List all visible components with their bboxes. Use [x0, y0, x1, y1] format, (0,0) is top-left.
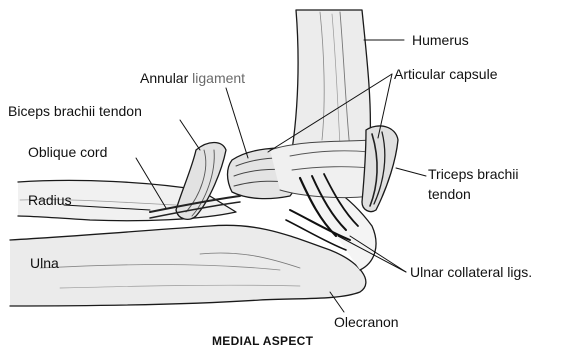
caption-medial-aspect: MEDIAL ASPECT [212, 334, 313, 348]
label-annular-word: Annular [140, 70, 188, 86]
label-articular-capsule: Articular capsule [394, 66, 498, 82]
label-humerus: Humerus [412, 32, 469, 48]
leader-annular [226, 88, 248, 158]
label-annular-ligament: Annular ligament [140, 70, 245, 86]
label-triceps-tendon: tendon [428, 186, 471, 202]
label-biceps-brachii-tendon: Biceps brachii tendon [8, 103, 142, 119]
label-oblique-cord: Oblique cord [28, 144, 107, 160]
triceps-tendon [362, 126, 398, 212]
label-ulna: Ulna [30, 255, 59, 271]
label-ulnar-collateral-ligs: Ulnar collateral ligs. [410, 264, 532, 280]
leader-biceps [180, 120, 200, 150]
label-ligament-word: ligament [192, 70, 245, 86]
ulna-bone [10, 225, 366, 306]
articular-capsule [270, 140, 376, 198]
label-triceps-brachii: Triceps brachii [428, 166, 519, 182]
label-radius: Radius [28, 192, 72, 208]
leader-triceps [396, 168, 426, 176]
label-olecranon: Olecranon [334, 314, 399, 330]
